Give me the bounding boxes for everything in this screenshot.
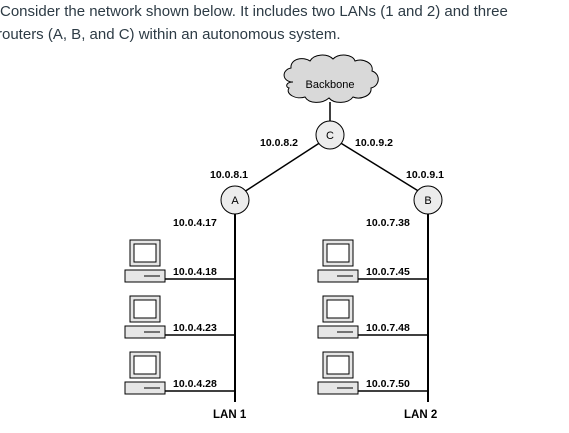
computer-icon	[317, 239, 359, 283]
computer-icon	[124, 351, 166, 395]
lan1-host-2	[124, 295, 235, 339]
computer-icon	[317, 351, 359, 395]
computer-icon	[124, 239, 166, 283]
router-b: B	[413, 185, 443, 215]
lan2-host-3	[317, 351, 428, 395]
ip-c-right: 10.0.9.2	[355, 137, 393, 149]
link-c-b	[338, 141, 421, 193]
ip-lan1-host-3: 10.0.4.28	[173, 378, 217, 390]
lan1-host-1	[124, 239, 235, 283]
router-c-label: C	[326, 130, 334, 142]
lan1-label: LAN 1	[213, 409, 247, 421]
router-a: A	[220, 185, 250, 215]
router-c: C	[315, 120, 345, 150]
router-b-label: B	[424, 195, 431, 207]
ip-a-bottom: 10.0.4.17	[173, 217, 217, 229]
ip-c-left: 10.0.8.2	[260, 137, 298, 149]
question-line-1: Consider the network shown below. It inc…	[0, 3, 508, 20]
ip-b-top: 10.0.9.1	[406, 169, 444, 181]
ip-lan1-host-2: 10.0.4.23	[173, 322, 217, 334]
lan2-label: LAN 2	[404, 409, 437, 421]
ip-lan2-host-2: 10.0.7.48	[366, 322, 410, 334]
lan2-host-2	[317, 295, 428, 339]
ip-lan1-host-1: 10.0.4.18	[173, 266, 217, 278]
ip-b-bottom: 10.0.7.38	[366, 217, 410, 229]
lan2-host-1	[317, 239, 428, 283]
ip-a-top: 10.0.8.1	[210, 169, 248, 181]
backbone-label: Backbone	[306, 79, 355, 91]
computer-icon	[317, 295, 359, 339]
question-line-2: routers (A, B, and C) within an autonomo…	[0, 26, 341, 43]
ip-lan2-host-3: 10.0.7.50	[366, 378, 410, 390]
lan1-host-3	[124, 351, 235, 395]
ip-lan2-host-1: 10.0.7.45	[366, 266, 410, 278]
backbone-cloud: Backbone	[283, 54, 379, 103]
computer-icon	[124, 295, 166, 339]
link-c-a	[243, 141, 322, 193]
router-a-label: A	[231, 195, 239, 207]
